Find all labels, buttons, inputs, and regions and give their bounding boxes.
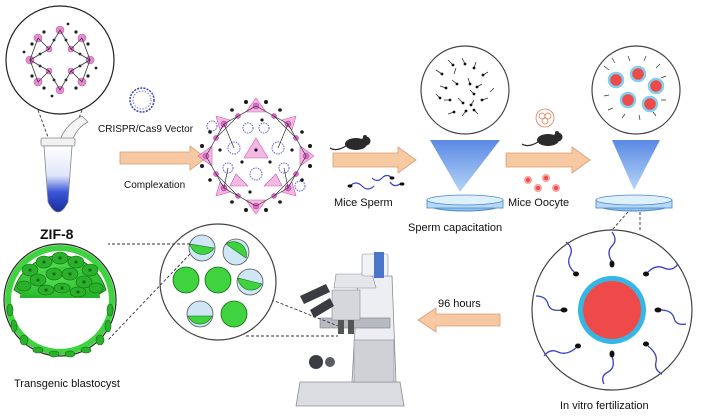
- arrow-complexation: [119, 145, 207, 171]
- zoom-lines-microscope: [246, 295, 339, 337]
- embryo-magnified-view: [159, 223, 277, 341]
- label-complexation: Complexation: [124, 180, 186, 191]
- label-sperm-capacitation: Sperm capacitation: [408, 222, 503, 234]
- label-crispr-vector: CRISPR/Cas9 Vector: [98, 124, 194, 135]
- arrow-96-hours: [417, 307, 501, 333]
- label-transgenic-blastocyst: Transgenic blastocyst: [14, 378, 120, 390]
- zoom-lines-ivf: [611, 211, 641, 232]
- mouse-icon-oocyte: [521, 131, 563, 147]
- label-in-vitro-fertilization: In vitro fertilization: [560, 400, 649, 412]
- crispr-plasmid-icon: [129, 87, 155, 113]
- label-mice-oocyte: Mice Oocyte: [508, 197, 570, 209]
- zoom-lines-blastocyst: [107, 243, 191, 341]
- label-96-hours: 96 hours: [438, 298, 481, 310]
- ivf-magnified-view: [531, 229, 693, 391]
- zif8-tube-icon: [40, 115, 89, 213]
- zif8-crispr-complex: [197, 97, 315, 215]
- ivf-dish: [591, 45, 681, 212]
- label-zif8: ZIF-8: [40, 226, 74, 242]
- sperm-icons: [349, 174, 401, 190]
- oocyte-cluster-icon: [535, 108, 555, 128]
- microscope-icon: [295, 252, 405, 407]
- oocyte-icons: [524, 174, 560, 192]
- label-mice-sperm: Mice Sperm: [334, 197, 393, 209]
- arrow-to-capacitation: [332, 146, 417, 174]
- mouse-icon-sperm: [329, 135, 371, 151]
- transgenic-blastocyst: [3, 243, 117, 358]
- arrow-to-fertilization: [505, 146, 591, 174]
- sperm-capacitation-dish: [420, 45, 510, 212]
- zif8-magnified-view: [5, 5, 115, 115]
